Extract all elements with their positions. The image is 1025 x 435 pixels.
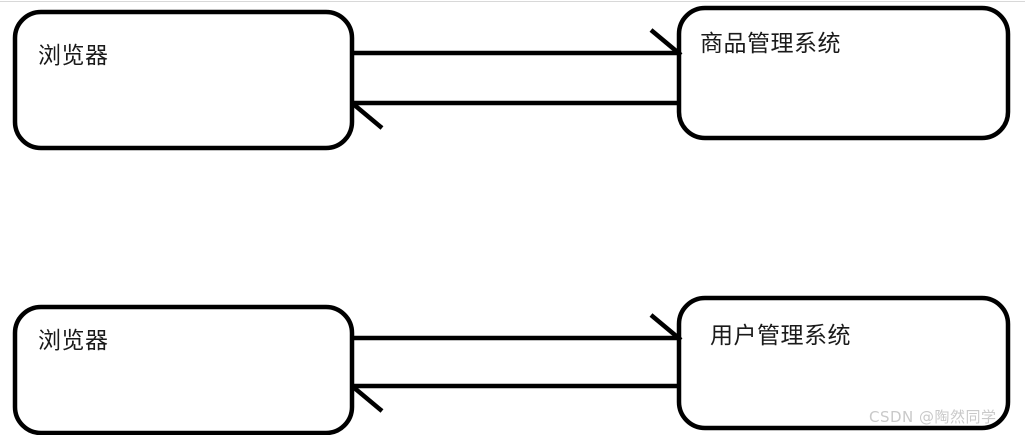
response-arrowhead-1 xyxy=(350,101,384,130)
node-label-user-system: 用户管理系统 xyxy=(710,323,851,349)
node-label-browser-2: 浏览器 xyxy=(38,328,109,354)
response-arrowhead-2 xyxy=(350,384,384,413)
node-box-browser-2[interactable] xyxy=(12,304,355,435)
node-label-product-system: 商品管理系统 xyxy=(700,31,841,57)
row-1-group xyxy=(12,5,1011,151)
node-box-browser-1[interactable] xyxy=(12,9,355,151)
top-divider-rule xyxy=(0,1,1025,2)
row-2-group xyxy=(12,295,1011,435)
csdn-watermark: CSDN @陶然同学 xyxy=(869,408,997,426)
request-arrowhead-2 xyxy=(649,313,683,342)
node-box-user-system[interactable] xyxy=(676,295,1011,431)
node-label-browser-1: 浏览器 xyxy=(38,43,109,69)
request-arrowhead-1 xyxy=(649,28,683,57)
node-box-product-system[interactable] xyxy=(676,5,1011,141)
